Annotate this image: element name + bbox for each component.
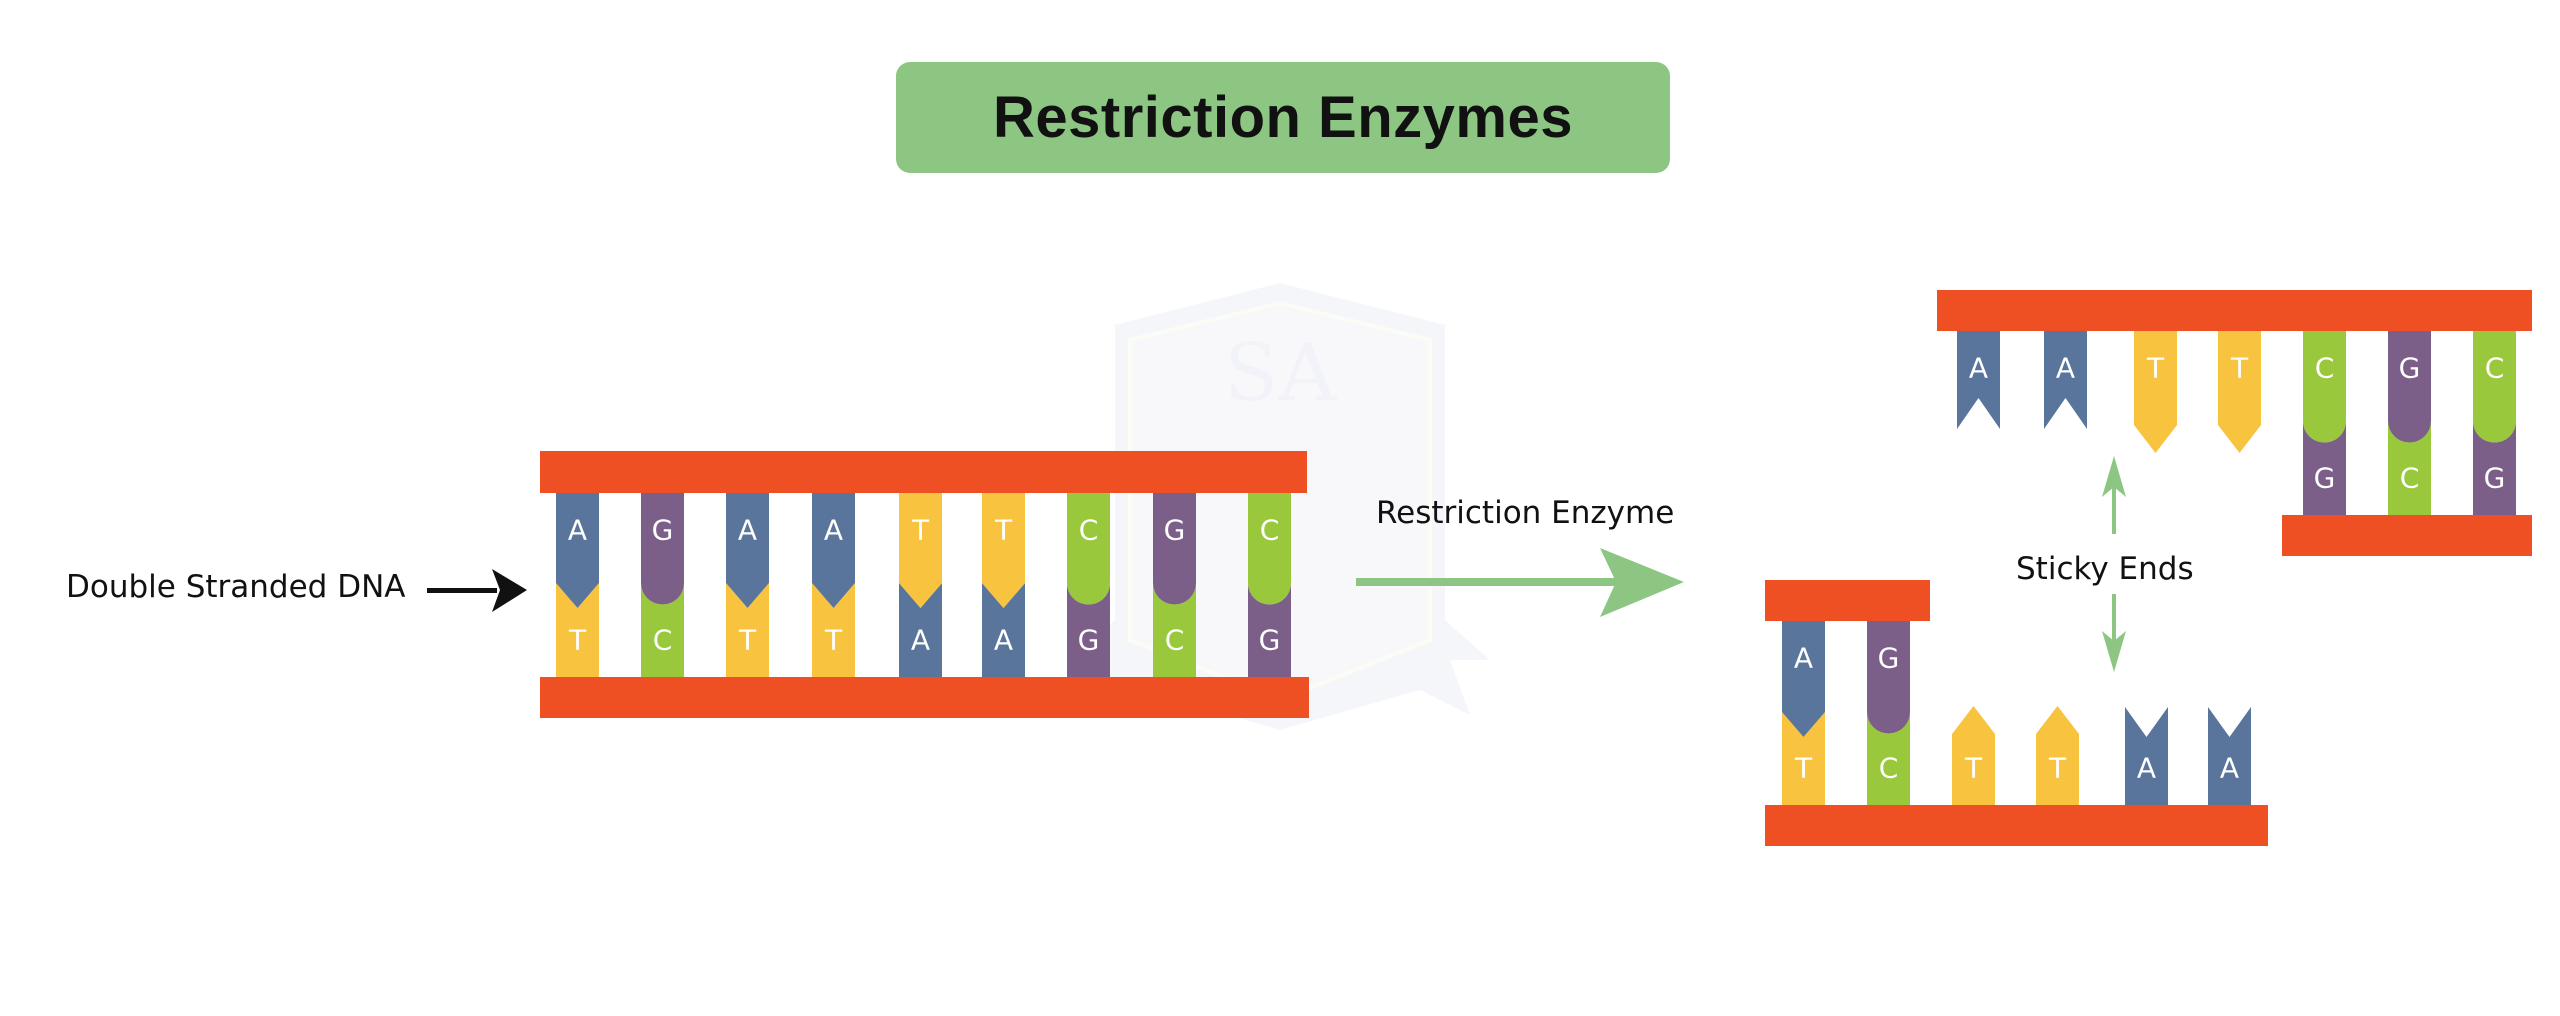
base-letter: T <box>2146 352 2165 385</box>
base-letter: G <box>1878 642 1900 675</box>
base-letter: C <box>2400 462 2420 495</box>
base-T-top <box>2218 331 2261 453</box>
base-letter: T <box>2048 752 2067 785</box>
base-C-top <box>1067 493 1110 605</box>
base-A-bottom <box>2125 707 2168 805</box>
base-letter: T <box>1794 752 1813 785</box>
base-T-bottom <box>812 583 855 677</box>
base-letter: A <box>2137 752 2156 785</box>
base-letter: A <box>1794 642 1813 675</box>
double-stranded-dna: T A C G T A T A A T A T G C C G G C <box>540 451 1309 718</box>
base-T-bottom <box>2036 706 2079 805</box>
base-A-top <box>1957 331 2000 429</box>
base-T-top <box>982 493 1025 608</box>
base-C-top <box>2473 331 2516 443</box>
base-letter: A <box>2056 352 2075 385</box>
restriction-arrow-icon <box>1356 548 1684 617</box>
base-C-top <box>2303 331 2346 443</box>
backbone-top <box>1937 290 2532 331</box>
base-G-bottom <box>2303 421 2346 515</box>
base-G-top <box>641 493 684 605</box>
base-letter: T <box>568 624 587 657</box>
base-T-top <box>899 493 942 608</box>
base-G-top <box>1867 621 1910 734</box>
backbone-top <box>540 451 1307 493</box>
base-letter: C <box>1260 514 1280 547</box>
base-T-bottom <box>726 583 769 677</box>
base-letter: G <box>1164 514 1186 547</box>
backbone-top <box>1765 580 1930 621</box>
base-letter: A <box>738 514 757 547</box>
backbone-bottom <box>2282 515 2532 556</box>
base-letter: T <box>738 624 757 657</box>
base-C-bottom <box>2388 421 2431 515</box>
base-letter: A <box>994 624 1013 657</box>
base-letter: A <box>824 514 843 547</box>
dna-fragment-right: A A T T G C C G G C <box>1937 290 2532 556</box>
base-G-top <box>1153 493 1196 605</box>
base-letter: C <box>653 624 673 657</box>
base-A-bottom <box>2208 707 2251 805</box>
base-letter: A <box>911 624 930 657</box>
base-A-top <box>2044 331 2087 429</box>
base-A-bottom <box>899 583 942 677</box>
base-letter: G <box>1078 624 1100 657</box>
base-C-bottom <box>641 583 684 677</box>
base-letter: T <box>2230 352 2249 385</box>
base-T-bottom <box>556 583 599 677</box>
base-letter: C <box>1879 752 1899 785</box>
enzyme-label: Restriction Enzyme <box>1376 495 1675 531</box>
page-title: Restriction Enzymes <box>992 85 1573 150</box>
dna-label: Double Stranded DNA <box>66 569 406 605</box>
base-letter: T <box>824 624 843 657</box>
base-G-bottom <box>1248 583 1291 677</box>
base-letter: G <box>2314 462 2336 495</box>
sticky-ends-down-arrow-icon <box>2102 594 2126 672</box>
backbone-bottom <box>1765 805 2268 846</box>
base-letter: T <box>911 514 930 547</box>
base-letter: C <box>2315 352 2335 385</box>
dna-fragment-left: T A C G T T A A <box>1765 580 2268 846</box>
backbone-bottom <box>540 677 1309 718</box>
base-A-top <box>1782 621 1825 737</box>
base-letter: G <box>2484 462 2506 495</box>
base-C-top <box>1248 493 1291 605</box>
base-letter: C <box>1165 624 1185 657</box>
base-letter: A <box>1969 352 1988 385</box>
base-T-bottom <box>1782 712 1825 805</box>
base-A-bottom <box>982 583 1025 677</box>
base-letter: A <box>2220 752 2239 785</box>
base-letter: G <box>2399 352 2421 385</box>
base-A-top <box>812 493 855 608</box>
sticky-ends-up-arrow-icon <box>2102 456 2126 534</box>
base-letter: T <box>1964 752 1983 785</box>
watermark-text: SA <box>1224 326 1338 419</box>
base-G-bottom <box>1067 583 1110 677</box>
base-C-bottom <box>1153 583 1196 677</box>
sticky-ends-label: Sticky Ends <box>2016 551 2194 587</box>
base-letter: A <box>568 514 587 547</box>
base-G-bottom <box>2473 421 2516 515</box>
base-T-top <box>2134 331 2177 453</box>
base-letter: C <box>2485 352 2505 385</box>
base-G-top <box>2388 331 2431 443</box>
base-letter: G <box>652 514 674 547</box>
base-letter: G <box>1259 624 1281 657</box>
base-A-top <box>556 493 599 608</box>
base-letter: T <box>994 514 1013 547</box>
dna-pointer-arrow-icon <box>427 569 527 612</box>
base-letter: C <box>1079 514 1099 547</box>
base-T-bottom <box>1952 706 1995 805</box>
base-C-bottom <box>1867 712 1910 805</box>
base-A-top <box>726 493 769 608</box>
title-banner: Restriction Enzymes <box>896 62 1670 173</box>
